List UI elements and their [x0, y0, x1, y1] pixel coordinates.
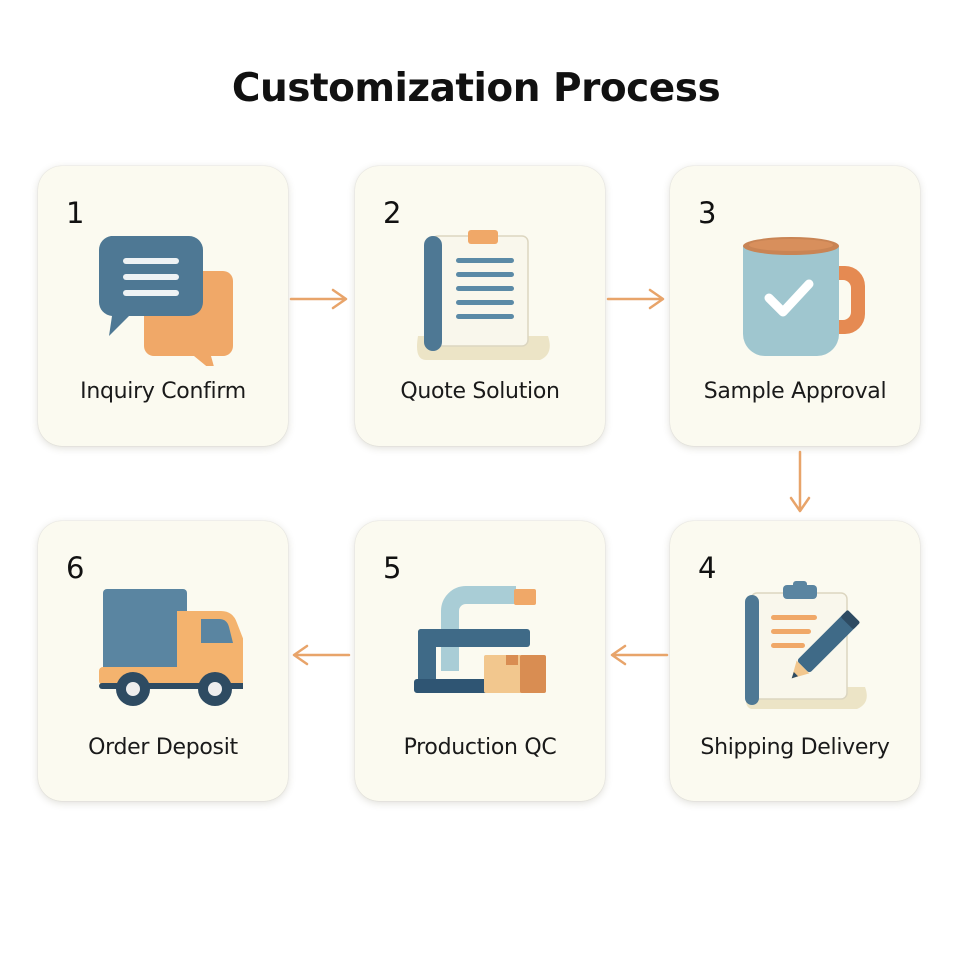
- document-scroll-icon: [417, 230, 550, 360]
- step-number: 6: [66, 551, 85, 585]
- step-number: 2: [383, 196, 402, 230]
- arrow-right-icon: [606, 288, 665, 310]
- step-card-3: 3 Sample Approval: [670, 166, 920, 446]
- step-card-1: 1 Inquiry Confirm: [38, 166, 288, 446]
- step-number: 1: [66, 196, 85, 230]
- step-label: Inquiry Confirm: [80, 379, 246, 404]
- arrow-left-icon: [610, 644, 669, 666]
- step-number: 3: [698, 196, 717, 230]
- step-card-4: 4 Shipping Delivery: [670, 521, 920, 801]
- diagram-title: Customization Process: [231, 66, 721, 111]
- arrow-right-icon: [289, 288, 348, 310]
- arrow-down-icon: [789, 450, 811, 513]
- step-card-5: 5 Production QC: [355, 521, 605, 801]
- step-card-2: 2 Quote Solution: [355, 166, 605, 446]
- step-card-6: 6 Order Deposit: [38, 521, 288, 801]
- step-number: 5: [383, 551, 402, 585]
- step-label: Production QC: [403, 735, 557, 760]
- step-label: Sample Approval: [703, 379, 887, 404]
- step-label: Shipping Delivery: [700, 735, 890, 760]
- chat-bubbles-icon: [98, 236, 233, 366]
- step-number: 4: [698, 551, 717, 585]
- step-label: Order Deposit: [88, 735, 238, 760]
- mug-check-icon: [743, 237, 865, 356]
- clipboard-pencil-icon: [745, 581, 867, 709]
- truck-icon: [99, 589, 243, 706]
- machine-box-icon: [414, 586, 546, 693]
- arrow-left-icon: [292, 644, 351, 666]
- step-label: Quote Solution: [400, 379, 560, 404]
